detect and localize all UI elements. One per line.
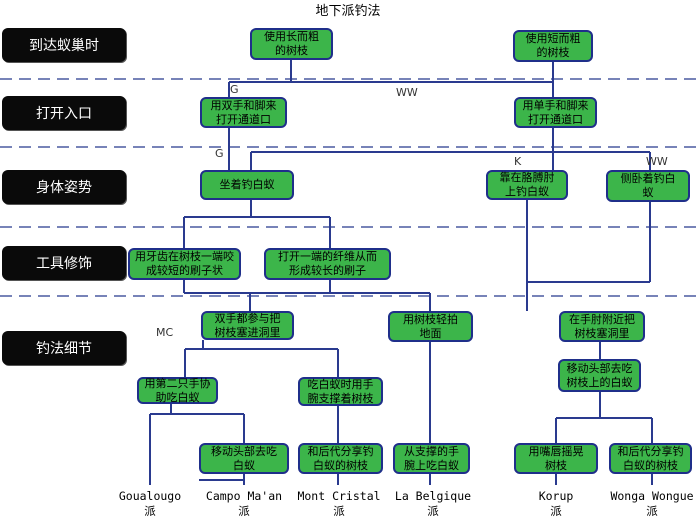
diagram-title: 地下派钓法: [315, 4, 381, 19]
node-lying-side: 侧卧着钓白蚁: [606, 170, 690, 202]
node-two-hands-insert: 双手都参与把树枝塞进洞里: [201, 311, 294, 340]
label-ww-2: WW: [646, 155, 668, 168]
stage-fishing-details: 钓法细节: [2, 331, 126, 365]
node-long-thick-stick: 使用长而粗的树枝: [250, 28, 333, 60]
label-mc: MC: [156, 326, 174, 339]
label-g-2: G: [215, 147, 224, 160]
node-second-hand-assist: 用第二只手协助吃白蚁: [137, 377, 218, 404]
node-share-offspring-2: 和后代分享钓白蚁的树枝: [609, 443, 692, 474]
label-g-1: G: [230, 83, 239, 96]
node-lip-shake: 用嘴唇摇晃树枝: [514, 443, 598, 474]
node-tap-ground: 用树枝轻拍地面: [388, 311, 473, 342]
stage-body-posture: 身体姿势: [2, 170, 126, 204]
node-wrist-support: 吃白蚁时用手腕支撑着树枝: [298, 377, 383, 406]
node-eat-from-wrist: 从支撑的手腕上吃白蚁: [393, 443, 470, 474]
label-k: K: [514, 155, 522, 168]
node-open-two-hands: 用双手和脚来打开通道口: [200, 97, 287, 128]
stage-open-entrance: 打开入口: [2, 96, 126, 130]
node-leaning-elbow: 靠在胳膊肘上钓白蚁: [486, 170, 568, 200]
node-open-one-hand: 用单手和脚来打开通道口: [514, 97, 597, 128]
node-move-head-stick: 移动头部去吃树枝上的白蚁: [558, 359, 641, 392]
node-insert-near-elbow: 在手肘附近把树枝塞洞里: [559, 311, 645, 342]
stage-arrival: 到达蚁巢时: [2, 28, 126, 62]
stage-tool-modification: 工具修饰: [2, 246, 126, 280]
node-move-head-eat: 移动头部去吃白蚁: [199, 443, 289, 474]
node-sitting: 坐着钓白蚁: [200, 170, 294, 200]
node-long-brush: 打开一端的纤维从而形成较长的刷子: [264, 248, 391, 280]
node-share-offspring: 和后代分享钓白蚁的树枝: [298, 443, 383, 474]
node-bite-short-brush: 用牙齿在树枝一端咬成较短的刷子状: [128, 248, 241, 280]
node-short-thick-stick: 使用短而粗的树枝: [513, 30, 593, 62]
label-ww-1: WW: [396, 86, 418, 99]
